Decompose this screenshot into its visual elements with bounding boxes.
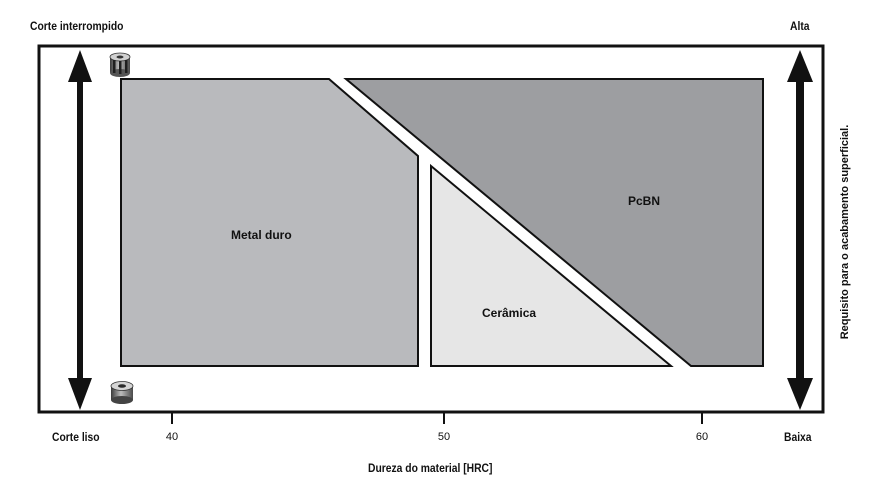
left-double-arrow — [68, 50, 92, 410]
region-label-ceramica: Cerâmica — [482, 306, 536, 320]
region-metal-duro — [120, 78, 419, 367]
region-pcbn — [343, 78, 764, 367]
right-axis-label: Requisito para o acabamento superficial. — [839, 125, 851, 340]
interrupted-cut-workpiece-icon — [109, 52, 131, 77]
tick-label-60: 60 — [695, 431, 709, 443]
region-label-pcbn: PcBN — [628, 194, 660, 208]
tick-label-40: 40 — [165, 431, 179, 443]
region-label-metal-duro: Metal duro — [231, 228, 292, 242]
smooth-cut-workpiece-icon — [110, 381, 134, 404]
diagram-frame — [37, 44, 825, 414]
region-ceramica — [430, 163, 674, 367]
label-alta: Alta — [790, 19, 810, 33]
right-double-arrow — [787, 50, 813, 410]
label-corte-liso: Corte liso — [52, 430, 100, 444]
label-corte-interrompido: Corte interrompido — [30, 19, 124, 33]
x-axis-label: Dureza do material [HRC] — [368, 461, 493, 475]
tick-label-50: 50 — [437, 431, 451, 443]
label-baixa: Baixa — [784, 430, 812, 444]
